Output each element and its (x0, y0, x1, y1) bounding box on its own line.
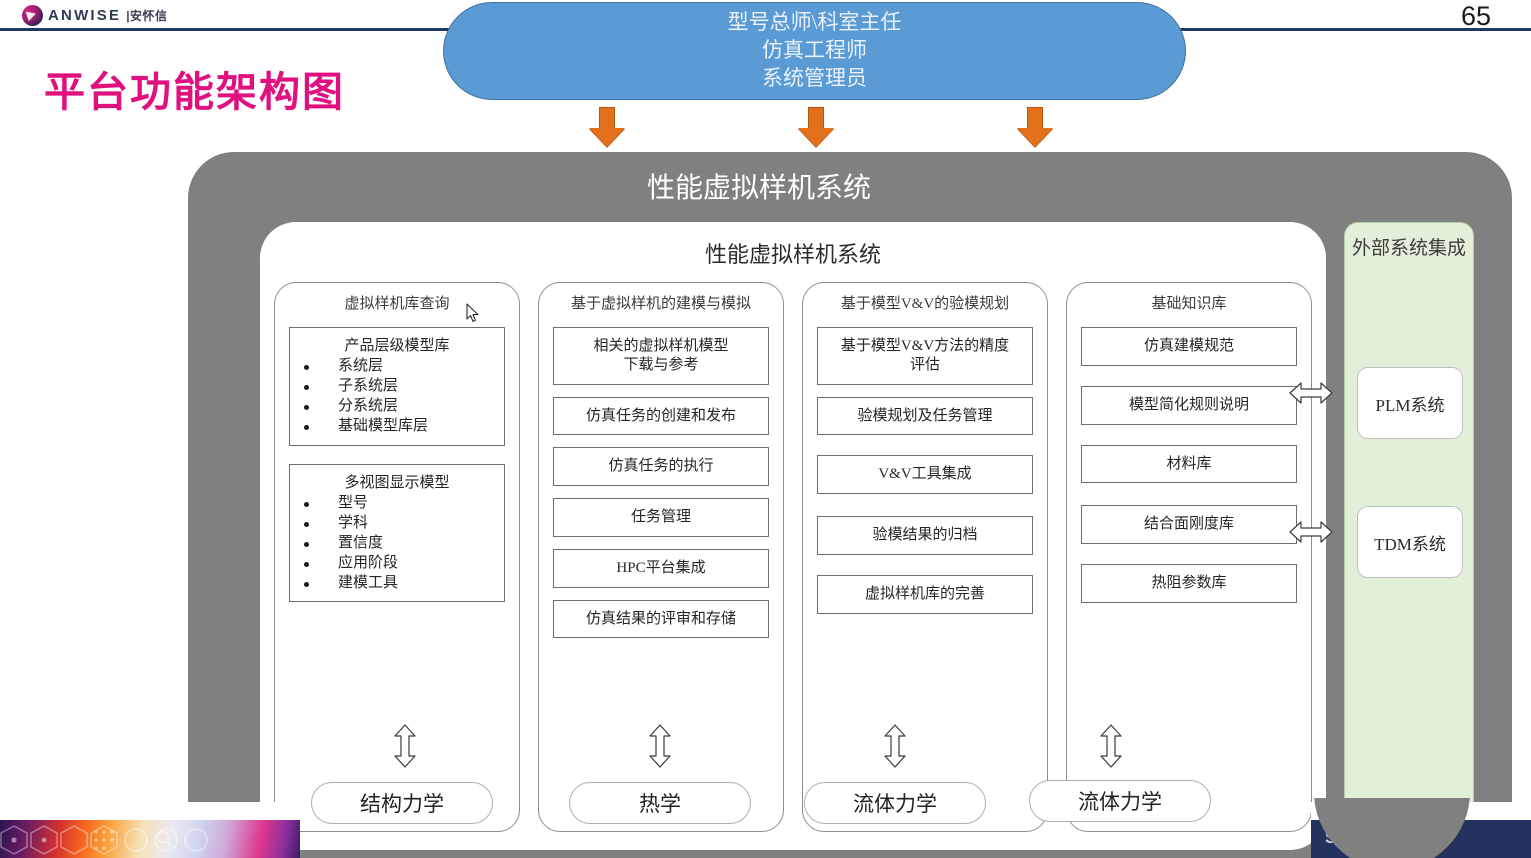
list-item[interactable]: 应用阶段 (296, 554, 498, 574)
list-item[interactable]: 建模工具 (296, 574, 498, 594)
footer-decoration-band (0, 820, 300, 858)
function-cell[interactable]: 材料库 (1081, 444, 1297, 484)
white-double-horizontal-arrow (1289, 380, 1333, 406)
function-cell[interactable]: 基于模型V&V方法的精度 评估 (817, 327, 1033, 385)
function-cell[interactable]: 验模规划及任务管理 (817, 396, 1033, 436)
bullet-group-title: 产品层级模型库 (344, 338, 450, 354)
function-cell[interactable]: 结合面刚度库 (1081, 505, 1297, 544)
inner-panel-title: 性能虚拟样机系统 (704, 242, 881, 267)
list-item[interactable]: 学科 (296, 514, 498, 534)
function-cell[interactable]: 验模结果的归档 (817, 516, 1033, 555)
list-item[interactable]: 系统层 (296, 357, 498, 377)
brand-logo: ANWISE |安怀信 (22, 3, 168, 27)
function-columns: 虚拟样机库查询 产品层级模型库 系统层 子系统层 分系统层 基础模型库层 多视图… (274, 282, 1312, 832)
system-container: 性能虚拟样机系统 性能虚拟样机系统 虚拟样机库查询 产品层级模型库 系统层 子系… (188, 152, 1512, 858)
function-cell[interactable]: 任务管理 (553, 498, 769, 537)
external-systems-panel: 外部系统集成 PLM系统 TDM系统 (1344, 222, 1474, 858)
brand-name: ANWISE (48, 6, 122, 24)
mouse-cursor-icon (466, 303, 480, 323)
function-cell[interactable]: 热阻参数库 (1081, 564, 1297, 603)
discipline-pill-structural[interactable]: 结构力学 (311, 782, 493, 824)
bullet-group-title: 多视图显示模型 (344, 474, 450, 491)
orange-down-arrow (1017, 107, 1053, 147)
function-cell[interactable]: 相关的虚拟样机模型 下载与参考 (553, 327, 769, 385)
list-item[interactable]: 分系统层 (296, 397, 498, 417)
discipline-pill-thermal[interactable]: 热学 (569, 782, 751, 824)
footer-gray-corner (1314, 798, 1470, 858)
white-double-vertical-arrow (1098, 724, 1124, 768)
function-column-modeling-simulation[interactable]: 基于虚拟样机的建模与模拟 相关的虚拟样机模型 下载与参考 仿真任务的创建和发布 … (538, 282, 784, 832)
role-line-2: 仿真工程师 (762, 38, 867, 63)
white-double-vertical-arrow (882, 724, 908, 768)
external-system-plm[interactable]: PLM系统 (1357, 367, 1463, 439)
external-system-tdm[interactable]: TDM系统 (1357, 506, 1463, 578)
function-cell[interactable]: 模型简化规则说明 (1081, 385, 1297, 425)
function-cell[interactable]: HPC平台集成 (553, 548, 769, 588)
list-item[interactable]: 型号 (296, 494, 498, 514)
external-systems-title: 外部系统集成 (1351, 238, 1466, 259)
function-cell[interactable]: 仿真结果的评审和存储 (553, 599, 769, 639)
function-column-vv-planning[interactable]: 基于模型V&V的验模规划 基于模型V&V方法的精度 评估 验模规划及任务管理 V… (802, 282, 1048, 832)
anwise-logo-icon (22, 4, 43, 26)
footer-mask-left (0, 802, 300, 820)
page-title: 平台功能架构图 (44, 69, 345, 115)
column-header: 虚拟样机库查询 (344, 296, 450, 312)
function-cell[interactable]: 仿真任务的执行 (553, 447, 769, 486)
column-header: 基于模型V&V的验模规划 (840, 296, 1010, 312)
function-column-model-query[interactable]: 虚拟样机库查询 产品层级模型库 系统层 子系统层 分系统层 基础模型库层 多视图… (274, 282, 520, 832)
function-cell[interactable]: 虚拟样机库的完善 (817, 574, 1033, 614)
function-cell[interactable]: 仿真建模规范 (1081, 327, 1297, 366)
discipline-pill-fluid-1[interactable]: 流体力学 (804, 782, 986, 824)
hexagon-pattern-icon (0, 825, 208, 855)
white-double-horizontal-arrow (1289, 519, 1333, 545)
discipline-pill-fluid-2[interactable]: 流体力学 (1029, 780, 1211, 822)
role-line-1: 型号总师\科室主任 (727, 10, 902, 35)
function-cell[interactable]: V&V工具集成 (817, 455, 1033, 494)
list-item[interactable]: 置信度 (296, 534, 498, 554)
bullet-group[interactable]: 多视图显示模型 型号 学科 置信度 应用阶段 建模工具 (289, 463, 505, 603)
orange-down-arrow (589, 107, 625, 147)
column-header: 基础知识库 (1151, 296, 1227, 312)
list-item[interactable]: 子系统层 (296, 377, 498, 397)
orange-down-arrow (798, 107, 834, 147)
role-line-3: 系统管理员 (762, 65, 867, 90)
system-title: 性能虚拟样机系统 (646, 173, 871, 204)
function-cell[interactable]: 仿真任务的创建和发布 (553, 396, 769, 436)
white-double-vertical-arrow (392, 724, 418, 768)
list-item[interactable]: 基础模型库层 (296, 417, 498, 437)
inner-panel: 性能虚拟样机系统 虚拟样机库查询 产品层级模型库 系统层 子系统层 分系统层 基… (260, 222, 1326, 850)
roles-banner: 型号总师\科室主任 仿真工程师 系统管理员 (443, 2, 1186, 100)
white-double-vertical-arrow (647, 724, 673, 768)
bullet-group[interactable]: 产品层级模型库 系统层 子系统层 分系统层 基础模型库层 (289, 327, 505, 446)
page-number: 65 (1460, 1, 1491, 31)
column-header: 基于虚拟样机的建模与模拟 (570, 296, 751, 312)
brand-name-cn: |安怀信 (126, 8, 168, 23)
